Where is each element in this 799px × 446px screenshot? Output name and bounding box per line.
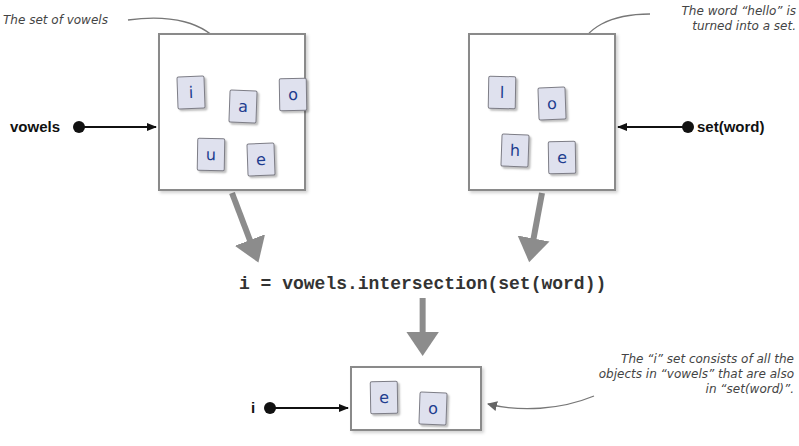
letter-tile: e <box>548 141 577 174</box>
letter: o <box>545 88 558 119</box>
letter: u <box>205 139 218 170</box>
pointer-arrow <box>618 126 688 128</box>
flow-arrow <box>530 193 542 256</box>
letter: e <box>254 144 267 175</box>
letter: e <box>378 382 391 413</box>
flow-arrow <box>420 298 426 350</box>
variable-name: set(word) <box>697 118 765 135</box>
letter-tile: a <box>228 90 257 124</box>
letter: e <box>556 142 569 173</box>
letter-tile: i <box>176 76 205 110</box>
letter-tile: u <box>197 138 226 171</box>
variable-name: i <box>251 399 255 416</box>
letter: a <box>236 91 249 122</box>
leader-line <box>488 396 594 409</box>
letter-tile: o <box>537 87 566 121</box>
letter: o <box>287 79 300 110</box>
pointer-arrow <box>79 126 156 128</box>
flow-arrow <box>232 193 256 257</box>
letter-tile: e <box>246 143 275 177</box>
code-text: i = vowels.intersection(set(word)) <box>239 274 606 294</box>
letter-tile: o <box>418 392 447 426</box>
annotation: The “i” set consists of all the objects … <box>598 352 794 397</box>
letter: l <box>496 77 509 108</box>
annotation: The set of vowels <box>3 13 127 28</box>
letter-tile: o <box>279 78 308 111</box>
letter: i <box>184 77 197 108</box>
letter-tile: l <box>488 76 517 109</box>
code-line: i = vowels.intersection(set(word)) <box>235 272 610 296</box>
set-box: eo <box>350 366 482 431</box>
set-box: i a o u e <box>158 33 306 191</box>
set-box: l oh e <box>468 33 616 191</box>
letter-tile: e <box>370 381 399 414</box>
pointer-arrow <box>270 407 348 409</box>
variable-name: vowels <box>10 118 60 135</box>
annotation: The word “hello” is turned into a set. <box>658 4 796 34</box>
letter: h <box>508 135 521 166</box>
letter-tile: h <box>500 134 529 168</box>
letter: o <box>426 393 439 424</box>
